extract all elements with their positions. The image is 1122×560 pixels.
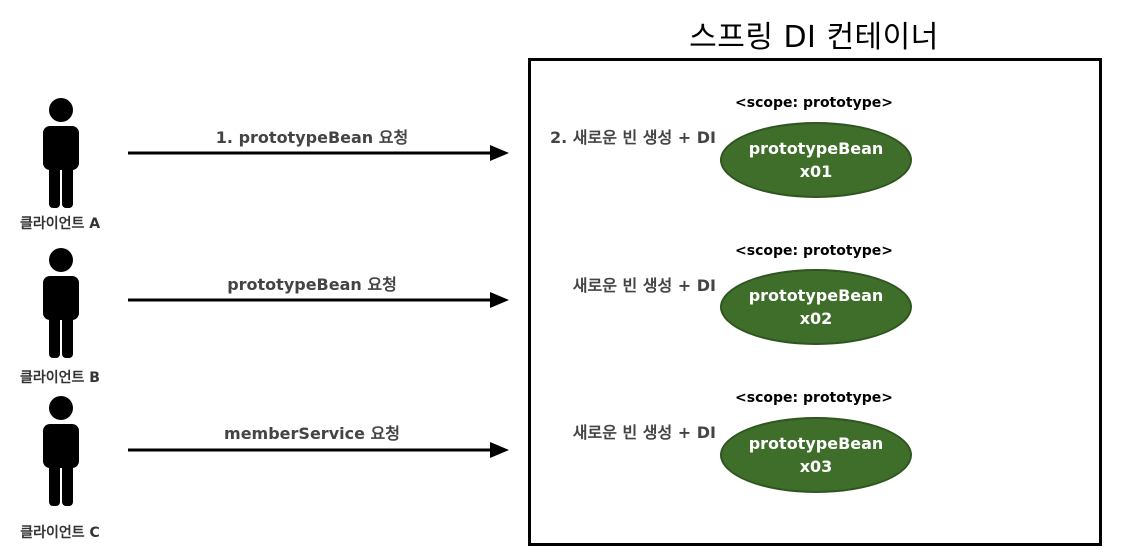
person-icon [43, 248, 79, 358]
scope-label-2: <scope: prototype> [735, 243, 893, 259]
right-arrow-icon [128, 292, 509, 308]
right-arrow-icon [128, 145, 509, 161]
request-label-3: memberService 요청 [224, 424, 400, 443]
client-label-c: 클라이언트 C [20, 525, 100, 541]
request-label-2: prototypeBean 요청 [227, 275, 397, 294]
client-label-b: 클라이언트 B [20, 370, 100, 386]
spring-di-container [528, 58, 1102, 546]
create-label-2: 새로운 빈 생성 + DI [572, 276, 716, 295]
bean-name: prototypeBean [748, 139, 884, 158]
prototype-bean-x01: prototypeBean x01 [720, 122, 912, 198]
scope-label-3: <scope: prototype> [735, 390, 893, 406]
prototype-bean-x02: prototypeBean x02 [720, 269, 912, 345]
create-label-3: 새로운 빈 생성 + DI [572, 423, 716, 442]
person-icon [43, 98, 79, 208]
bean-id: x02 [799, 309, 833, 328]
bean-name: prototypeBean [748, 434, 884, 453]
right-arrow-icon [128, 442, 509, 458]
request-label-1: 1. prototypeBean 요청 [215, 128, 409, 147]
container-title: 스프링 DI 컨테이너 [689, 20, 939, 55]
bean-id: x03 [799, 457, 833, 476]
prototype-bean-x03: prototypeBean x03 [720, 417, 912, 493]
client-label-a: 클라이언트 A [19, 216, 101, 232]
person-icon [43, 396, 79, 506]
scope-label-1: <scope: prototype> [735, 95, 893, 111]
bean-id: x01 [799, 162, 833, 181]
bean-name: prototypeBean [748, 286, 884, 305]
create-label-1: 2. 새로운 빈 생성 + DI [549, 128, 716, 147]
